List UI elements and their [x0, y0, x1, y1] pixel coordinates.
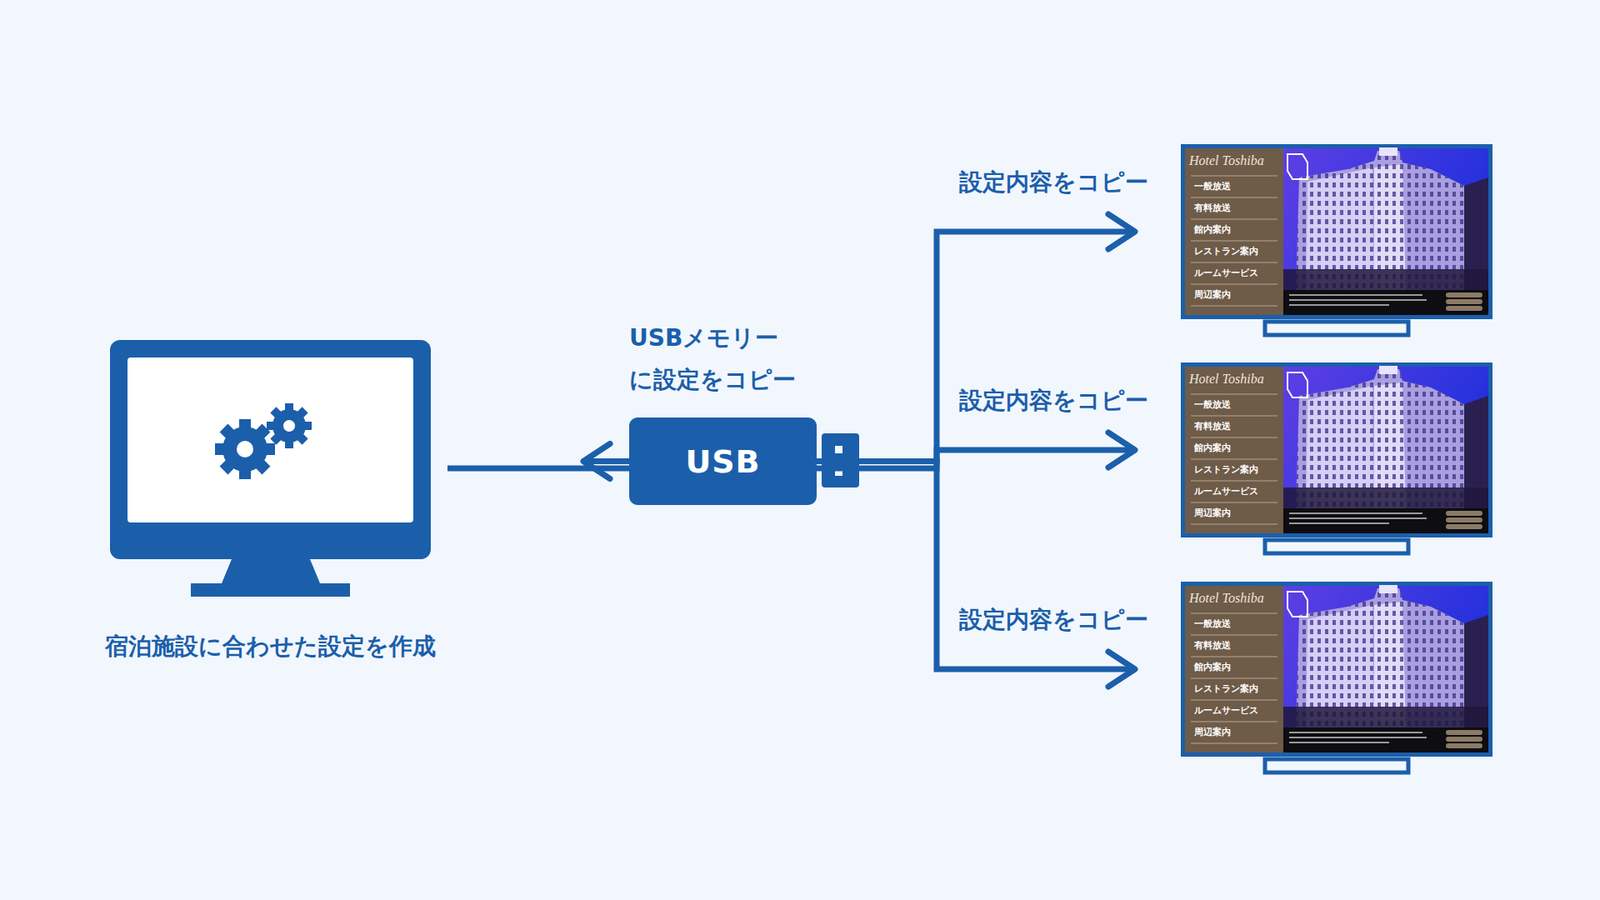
menu-item: 館内案内: [1194, 442, 1281, 455]
menu-item: 館内案内: [1194, 224, 1281, 236]
menu-item: 一般放送: [1194, 180, 1281, 193]
edge-label: 設定内容をコピー: [959, 385, 1149, 417]
tv-display: Hotel Toshiba 一般放送有料放送館内案内レストラン案内ルームサービス周…: [1180, 144, 1493, 320]
monitor-frame: [110, 340, 431, 560]
usb-label: USB: [629, 442, 817, 483]
menu-item: 周辺案内: [1194, 289, 1281, 301]
monitor-screen: [127, 357, 414, 523]
menu-item: 有料放送: [1194, 202, 1281, 215]
tv-display: Hotel Toshiba 一般放送有料放送館内案内レストラン案内ルームサービス周…: [1180, 362, 1493, 538]
tv-set: [1180, 581, 1493, 773]
monitor-neck: [221, 559, 320, 584]
gear-icon: [215, 419, 275, 480]
menu-item: レストラン案内: [1194, 464, 1281, 476]
monitor-base: [190, 583, 350, 597]
gear-icon: [266, 403, 312, 449]
step-label: USBメモリー に設定をコピー: [629, 317, 809, 401]
menu-item: ルームサービス: [1194, 705, 1281, 717]
menu-item: ルームサービス: [1194, 267, 1281, 280]
usb-contact: [835, 445, 843, 454]
usb-memory: USBメモリー に設定をコピーUSB: [629, 417, 860, 505]
menu-item: 周辺案内: [1194, 507, 1281, 520]
hotel-name: Hotel Toshiba: [1189, 370, 1281, 388]
edge-label: 設定内容をコピー: [959, 604, 1149, 636]
menu-item: 有料放送: [1194, 420, 1281, 433]
menu-item: 有料放送: [1194, 640, 1281, 652]
computer-monitor: 宿泊施設に合わせた設定を作成: [110, 340, 431, 597]
tv-screen: [1180, 362, 1493, 538]
menu-item: 一般放送: [1194, 618, 1281, 630]
tv-stand: [1265, 759, 1409, 773]
tv-screen: [1180, 144, 1493, 320]
menu-item: 一般放送: [1194, 399, 1281, 411]
menu-item: レストラン案内: [1194, 245, 1281, 258]
tv-set: [1180, 144, 1493, 335]
hotel-name: Hotel Toshiba: [1189, 590, 1281, 607]
edge-label: 設定内容をコピー: [959, 166, 1149, 199]
menu-item: 周辺案内: [1194, 726, 1281, 739]
monitor-icon: [110, 340, 431, 597]
hotel-name: Hotel Toshiba: [1189, 152, 1281, 170]
menu-item: レストラン案内: [1194, 683, 1281, 695]
tv-screen: [1180, 581, 1493, 757]
tv-display: Hotel Toshiba 一般放送有料放送館内案内レストラン案内ルームサービス周…: [1180, 581, 1493, 757]
step-label: 宿泊施設に合わせた設定を作成: [89, 631, 452, 661]
menu-item: ルームサービス: [1194, 485, 1281, 498]
flow-arrow: [875, 461, 1135, 670]
tv-stand: [1265, 540, 1409, 554]
flow-arrow: [875, 231, 1135, 462]
tv-stand: [1265, 321, 1409, 335]
tv-set: [1180, 362, 1493, 554]
menu-item: 館内案内: [1194, 661, 1281, 674]
